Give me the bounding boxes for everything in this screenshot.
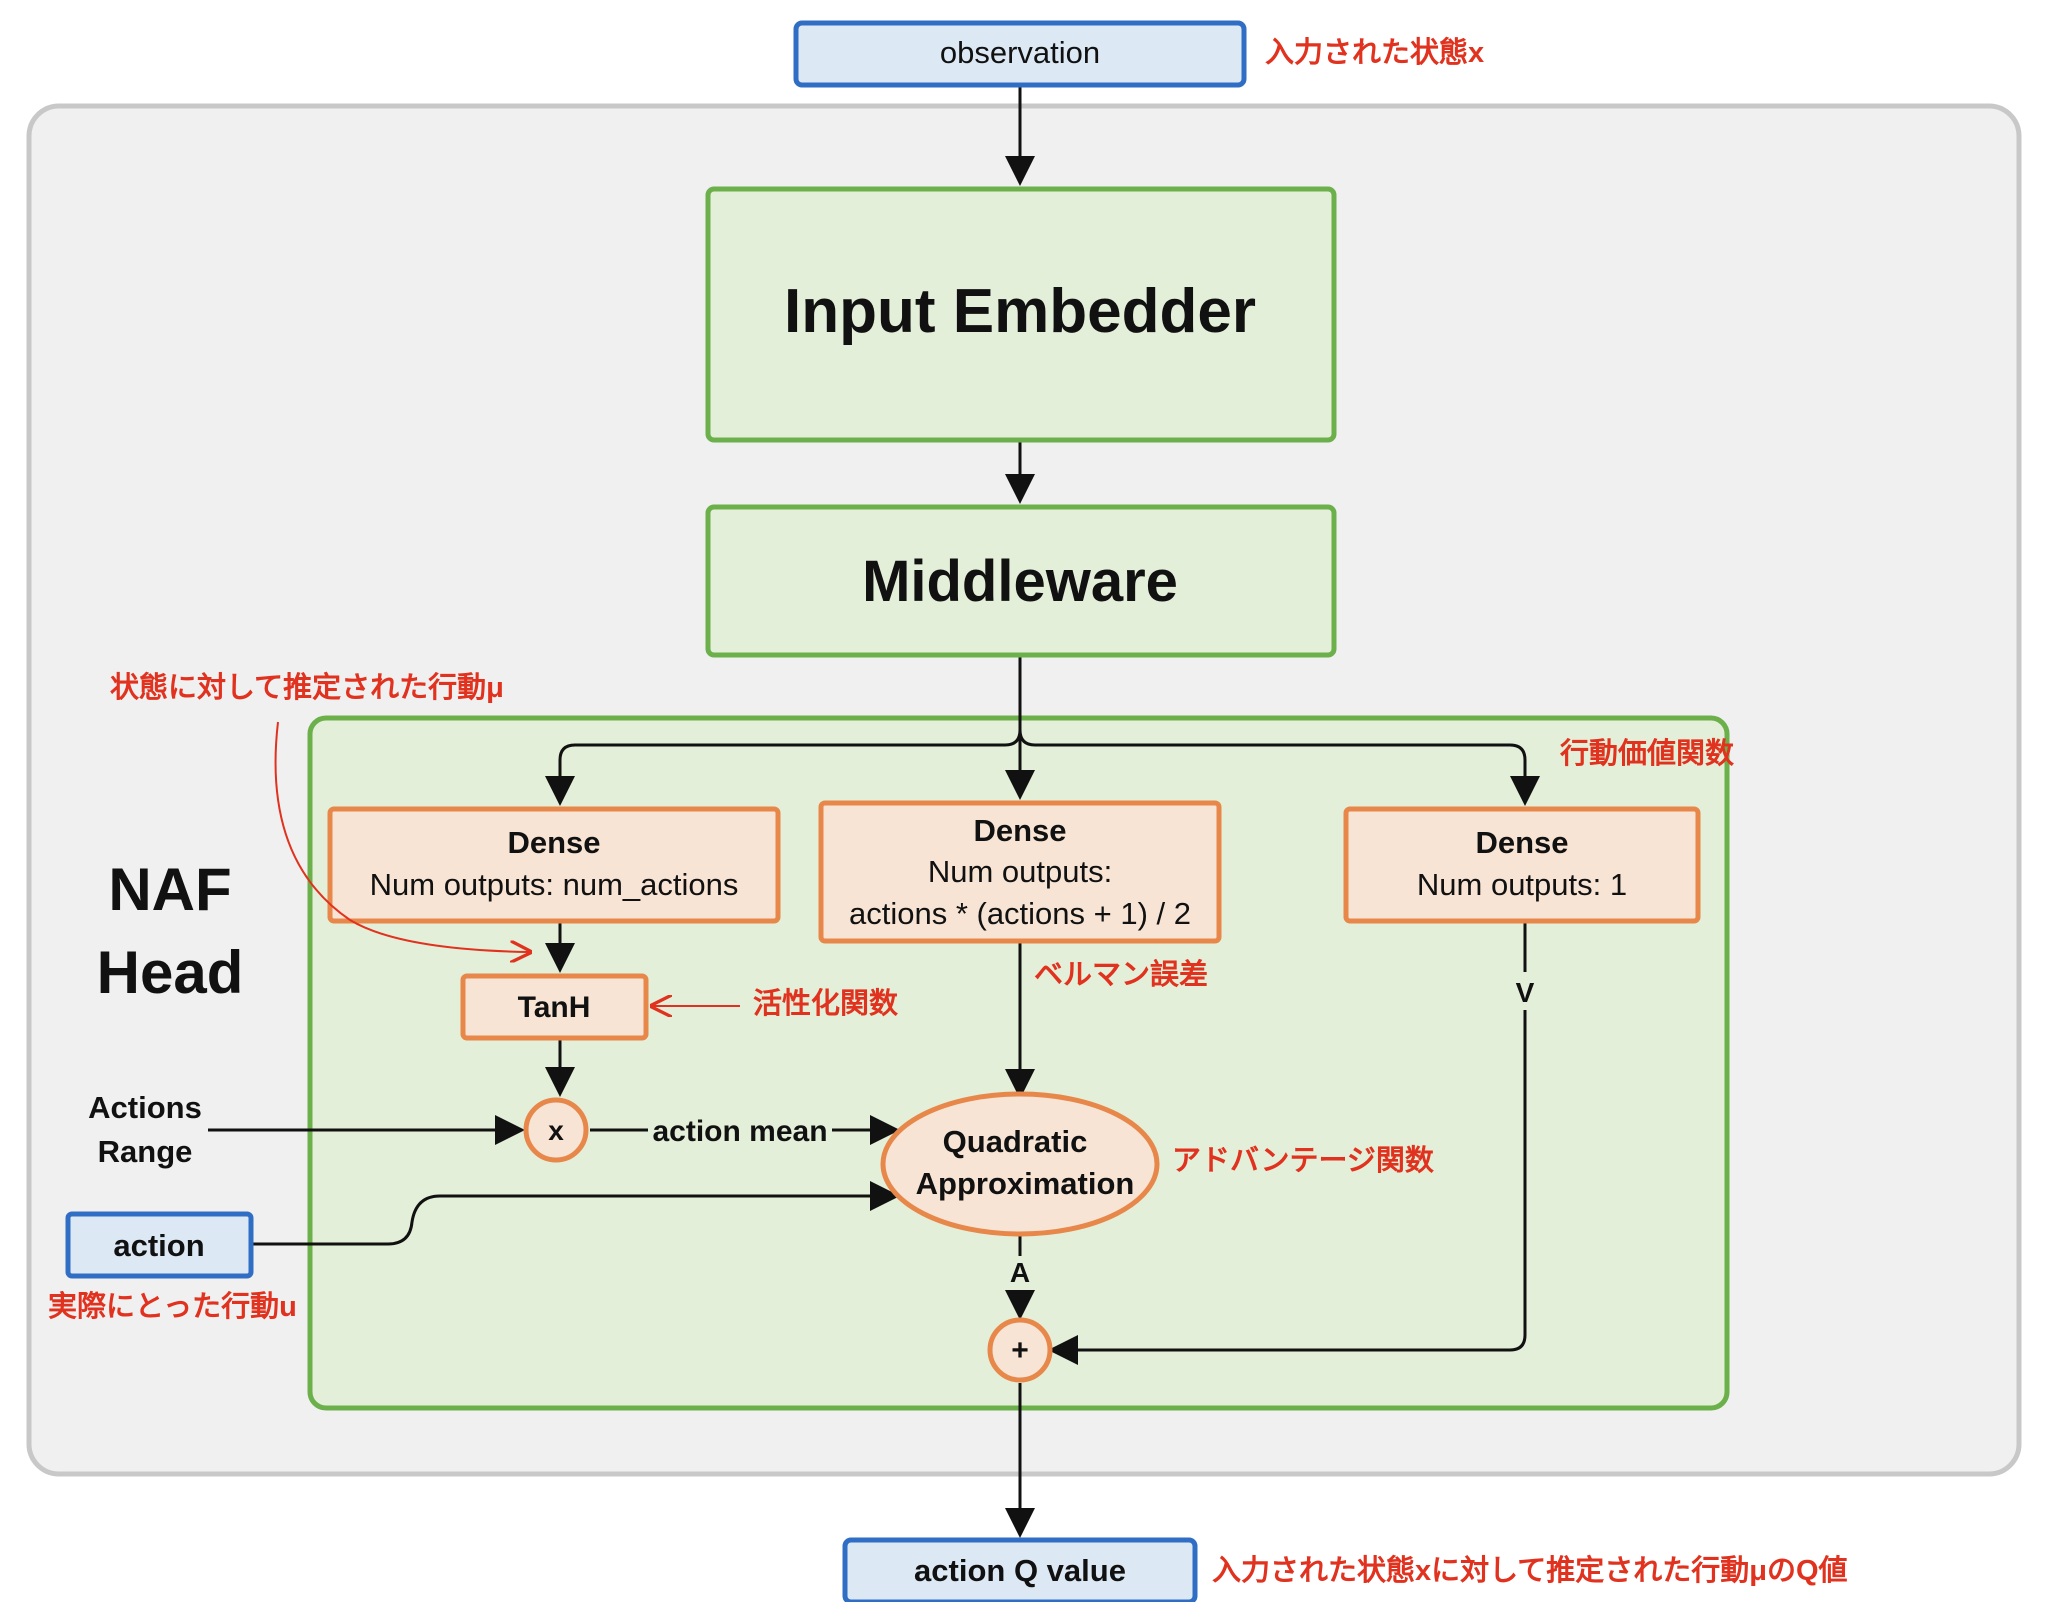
naf-head-title-line1: NAF bbox=[108, 856, 231, 923]
a-label: A bbox=[1010, 1257, 1030, 1288]
plus-symbol: + bbox=[1011, 1334, 1029, 1367]
action-box bbox=[65, 1211, 254, 1279]
tanh-box bbox=[460, 973, 649, 1041]
action-label: action bbox=[113, 1228, 204, 1263]
edge-action-to-quadratic bbox=[251, 1181, 900, 1246]
tanh-label: TanH bbox=[518, 991, 591, 1024]
dense-middle-subtitle-1: Num outputs: bbox=[928, 854, 1112, 889]
v-label: V bbox=[1516, 977, 1535, 1008]
activation-annotation: 活性化関数 bbox=[753, 987, 899, 1020]
dense-middle-box bbox=[818, 800, 1222, 944]
edge-v-label-to-plus bbox=[1048, 1010, 1527, 1365]
quadratic-label-2: Approximation bbox=[916, 1166, 1135, 1201]
actions-range-label-1: Actions bbox=[88, 1090, 202, 1125]
observation-label: observation bbox=[940, 35, 1100, 70]
action-mean-label: action mean bbox=[652, 1115, 827, 1148]
dense-left-title: Dense bbox=[507, 825, 600, 860]
naf-head-title-line2: Head bbox=[97, 939, 244, 1006]
mu-annotation: 状態に対して推定された行動μ bbox=[110, 670, 504, 704]
dense-right-box bbox=[1343, 806, 1701, 924]
action-q-value-label: action Q value bbox=[914, 1553, 1126, 1588]
plus-node bbox=[987, 1317, 1053, 1383]
dense-right-title: Dense bbox=[1475, 825, 1568, 860]
edges bbox=[208, 85, 1540, 1538]
dense-left-subtitle: Num outputs: num_actions bbox=[370, 867, 739, 902]
actual-action-annotation: 実際にとった行動u bbox=[48, 1290, 297, 1323]
middleware-box bbox=[705, 504, 1337, 658]
value-function-annotation: 行動価値関数 bbox=[1559, 737, 1735, 770]
quadratic-label-1: Quadratic bbox=[943, 1124, 1088, 1159]
q-value-annotation: 入力された状態xに対して推定された行動μのQ値 bbox=[1212, 1553, 1848, 1587]
dense-left-box bbox=[327, 806, 781, 924]
observation-box bbox=[793, 20, 1247, 88]
quadratic-approximation-node bbox=[880, 1091, 1160, 1237]
edge-branch-right bbox=[1018, 729, 1540, 806]
multiply-symbol: x bbox=[548, 1115, 564, 1146]
middleware-label: Middleware bbox=[862, 549, 1178, 614]
observation-annotation: 入力された状態x bbox=[1265, 35, 1484, 69]
mu-annotation-pointer bbox=[274, 721, 530, 952]
actions-range-label-2: Range bbox=[98, 1134, 193, 1169]
multiply-node bbox=[523, 1097, 589, 1163]
input-embedder-box bbox=[705, 186, 1337, 443]
dense-middle-title: Dense bbox=[973, 813, 1066, 848]
action-q-value-box bbox=[842, 1537, 1198, 1602]
dense-middle-subtitle-2: actions * (actions + 1) / 2 bbox=[849, 896, 1191, 931]
edge-branch-left bbox=[545, 729, 1022, 806]
advantage-annotation: アドバンテージ関数 bbox=[1172, 1144, 1435, 1177]
dense-right-subtitle: Num outputs: 1 bbox=[1417, 867, 1627, 902]
bellman-annotation: ベルマン誤差 bbox=[1034, 957, 1208, 991]
input-embedder-label: Input Embedder bbox=[784, 277, 1256, 346]
